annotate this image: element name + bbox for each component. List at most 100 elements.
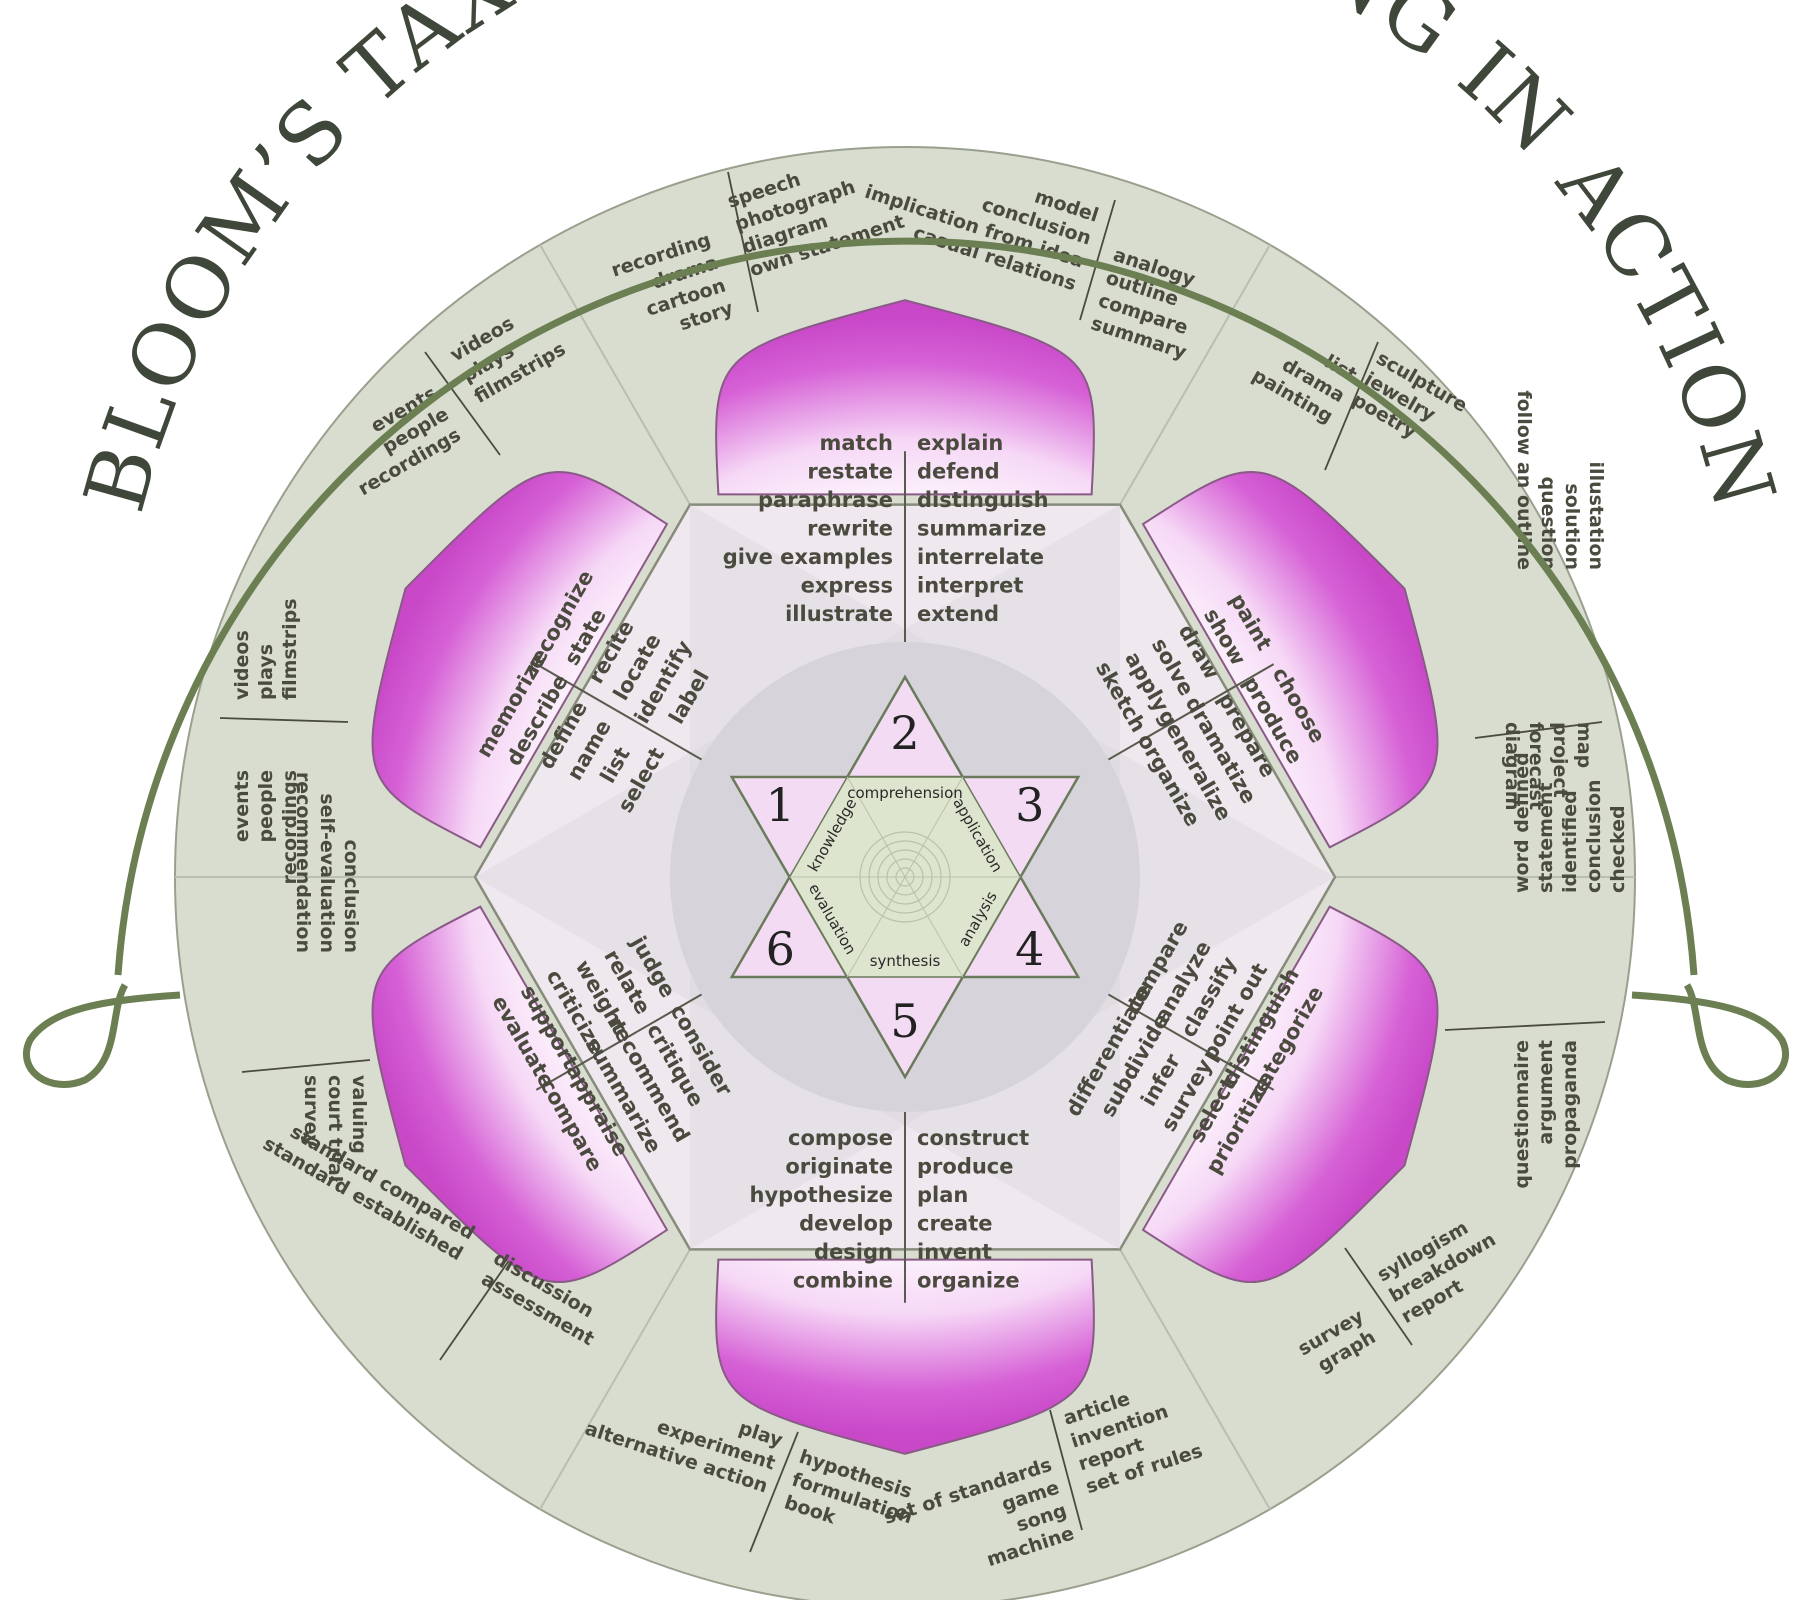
- product-item: people: [255, 770, 277, 843]
- product-item: follow an outline: [1513, 390, 1535, 570]
- verb-column-divider: [535, 986, 715, 1091]
- product-separator: [1474, 721, 1603, 739]
- petal: [371, 470, 669, 849]
- star-center-line: [846, 776, 964, 978]
- product-item: diagram: [1501, 722, 1523, 811]
- product-item: map: [1573, 722, 1595, 768]
- product-item: questionnaire: [1511, 1040, 1533, 1189]
- product-item: checked: [1607, 805, 1629, 893]
- verb-item: develop: [799, 1212, 893, 1236]
- verb-item: illustrate: [785, 602, 893, 626]
- verb-item: plan: [917, 1183, 968, 1207]
- petal: [715, 299, 1095, 496]
- verb-item: organize: [917, 1269, 1020, 1293]
- verb-item: combine: [793, 1269, 893, 1293]
- level-number: 1: [766, 778, 795, 832]
- product-separator: [1324, 341, 1379, 471]
- product-item: solution: [1561, 483, 1583, 570]
- verb-item: hypothesize: [750, 1183, 894, 1207]
- verb-item: match: [820, 431, 894, 455]
- product-item: filmstrips: [279, 598, 301, 700]
- product-separator: [241, 1059, 371, 1073]
- verb-item: extend: [917, 602, 999, 626]
- petal: [715, 1258, 1095, 1455]
- product-item: survey: [300, 1075, 322, 1147]
- verb-item: summarize: [917, 517, 1046, 541]
- level-number: 6: [766, 922, 795, 976]
- product-separator: [1079, 199, 1116, 321]
- product-separator: [1444, 1021, 1606, 1031]
- product-item: propaganda: [1559, 1040, 1581, 1169]
- verb-item: distinguish: [917, 488, 1049, 512]
- level-number: 3: [1015, 778, 1044, 832]
- petals: [371, 299, 1439, 1455]
- product-item: statement: [1535, 783, 1557, 893]
- product-item: court trial: [324, 1075, 346, 1182]
- product-separator: [749, 1431, 799, 1553]
- petal: [371, 905, 669, 1284]
- verb-item: compose: [788, 1126, 893, 1150]
- verb-item: give examples: [723, 545, 893, 569]
- product-item: illustation: [1585, 462, 1607, 570]
- level-number: 4: [1015, 922, 1044, 976]
- level-name: synthesis: [870, 952, 941, 970]
- product-item: self-evaluation: [316, 793, 338, 953]
- product-item: valuing: [348, 1075, 370, 1154]
- right-curl: [1631, 983, 1790, 1088]
- product-separator: [727, 171, 759, 313]
- verb-item: produce: [917, 1155, 1014, 1179]
- verb-item: interpret: [917, 574, 1023, 598]
- verb-column-divider: [1095, 986, 1275, 1091]
- product-item: conclusion: [1583, 779, 1605, 893]
- verb-item: restate: [807, 460, 893, 484]
- verb-item: paraphrase: [758, 488, 893, 512]
- product-item: videos: [231, 630, 253, 700]
- product-separator: [1344, 1247, 1413, 1346]
- product-item: events: [231, 770, 253, 842]
- product-separator: [439, 1261, 509, 1361]
- product-separator: [424, 351, 501, 456]
- verb-item: originate: [785, 1155, 893, 1179]
- verb-column: explaindefenddistinguishsummarizeinterre…: [917, 431, 1049, 626]
- verb-item: design: [814, 1240, 893, 1264]
- verb-column: compose originate hypothesize develop design…: [750, 1126, 894, 1293]
- petal: [1141, 470, 1439, 849]
- product-item: recordings: [279, 770, 301, 885]
- product-separator: [1049, 1409, 1083, 1531]
- level-name: comprehension: [847, 784, 963, 802]
- verb-item: express: [801, 574, 893, 598]
- verb-item: construct: [917, 1126, 1029, 1150]
- product-item: conclusion: [340, 839, 362, 953]
- level-number: 5: [890, 994, 919, 1048]
- product-item: argument: [1535, 1040, 1557, 1145]
- verb-column-divider: [1095, 663, 1275, 768]
- verb-item: interrelate: [917, 545, 1044, 569]
- product-item: recommendation: [292, 772, 314, 953]
- verb-item: rewrite: [807, 517, 893, 541]
- product-separator: [219, 717, 349, 723]
- petal: [1141, 905, 1439, 1284]
- product-item: identified: [1559, 790, 1581, 893]
- verb-column-divider: [535, 663, 715, 768]
- verb-item: create: [917, 1212, 993, 1236]
- verb-item: explain: [917, 431, 1003, 455]
- level-number: 2: [890, 706, 919, 760]
- left-curl: [22, 983, 181, 1088]
- product-item: forecast: [1525, 722, 1547, 810]
- verb-item: invent: [917, 1240, 992, 1264]
- product-item: question: [1537, 477, 1559, 571]
- product-item: word defined: [1511, 752, 1533, 893]
- product-item: plays: [255, 644, 277, 700]
- verb-column: match restate paraphrase rewrite give exampl…: [723, 431, 893, 626]
